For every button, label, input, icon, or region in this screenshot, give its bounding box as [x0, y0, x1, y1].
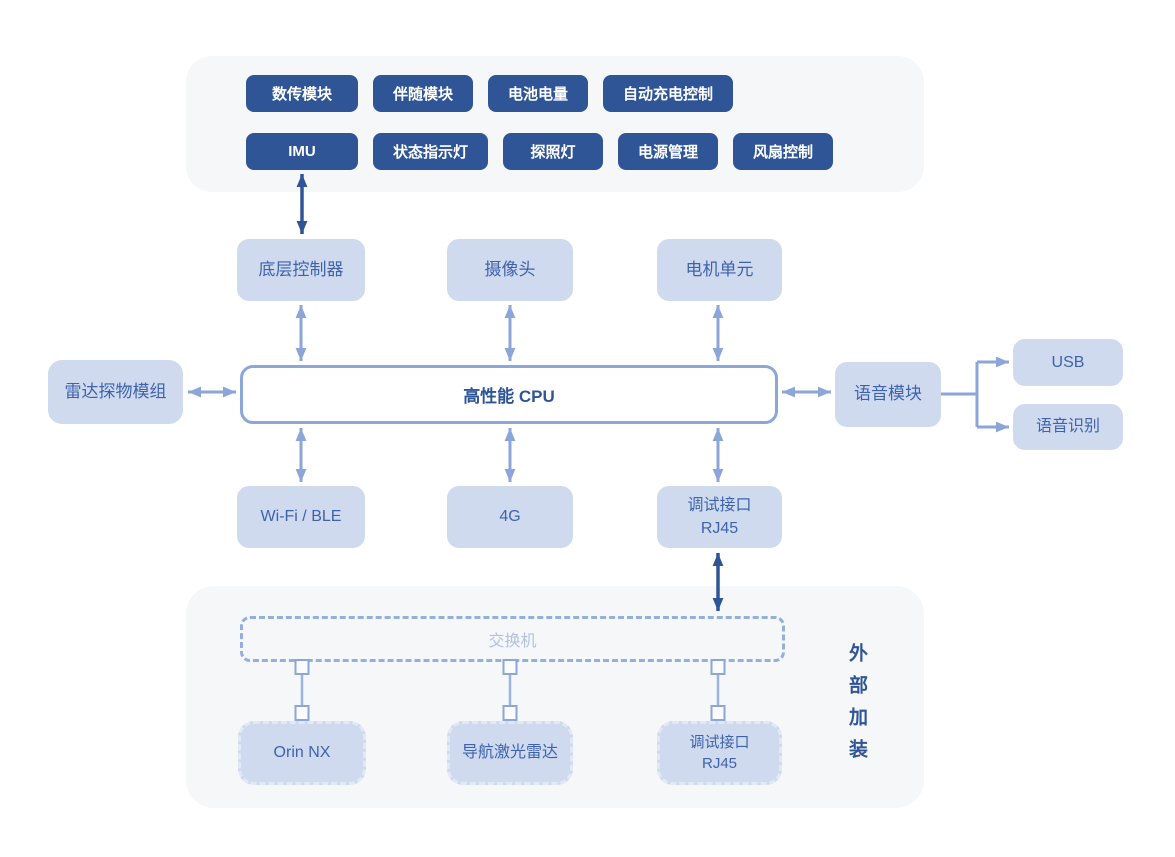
node-voice-module: 语音模块: [835, 362, 941, 427]
peripherals-row-1: 数传模块 伴随模块 电池电量 自动充电控制: [246, 75, 734, 112]
external-addon-label: 外部加装: [846, 643, 867, 771]
node-wifi-ble: Wi-Fi / BLE: [237, 486, 365, 548]
debug-port-line1: 调试接口: [687, 496, 752, 514]
node-low-level-controller: 底层控制器: [237, 239, 365, 301]
external-debug-line2: RJ45: [701, 755, 738, 772]
node-camera: 摄像头: [447, 239, 573, 301]
node-power-management: 电源管理: [618, 133, 719, 170]
voice-branch-line: [941, 362, 979, 427]
node-motor-unit: 电机单元: [657, 239, 782, 301]
external-debug-line1: 调试接口: [689, 734, 750, 751]
node-companion-module: 伴随模块: [373, 75, 474, 112]
node-orin-nx: Orin NX: [238, 721, 366, 785]
node-battery-level: 电池电量: [488, 75, 589, 112]
node-cpu: 高性能 CPU: [240, 365, 778, 424]
node-voice-recognition: 语音识别: [1013, 404, 1123, 450]
node-imu: IMU: [246, 133, 358, 170]
node-radar-module: 雷达探物模组: [48, 360, 183, 424]
node-status-indicator: 状态指示灯: [373, 133, 489, 170]
node-4g: 4G: [447, 486, 573, 548]
node-auto-charge-control: 自动充电控制: [603, 75, 734, 112]
node-searchlight: 探照灯: [503, 133, 604, 170]
node-external-debug-port-rj45: 调试接口 RJ45: [657, 721, 782, 785]
node-debug-port-rj45: 调试接口 RJ45: [657, 486, 782, 548]
node-nav-lidar: 导航激光雷达: [447, 721, 573, 785]
node-data-transmission: 数传模块: [246, 75, 358, 112]
node-usb: USB: [1013, 339, 1123, 386]
peripherals-row-2: IMU 状态指示灯 探照灯 电源管理 风扇控制: [246, 133, 834, 170]
node-switch: 交换机: [240, 616, 785, 662]
debug-port-line2: RJ45: [700, 520, 739, 537]
node-fan-control: 风扇控制: [733, 133, 834, 170]
